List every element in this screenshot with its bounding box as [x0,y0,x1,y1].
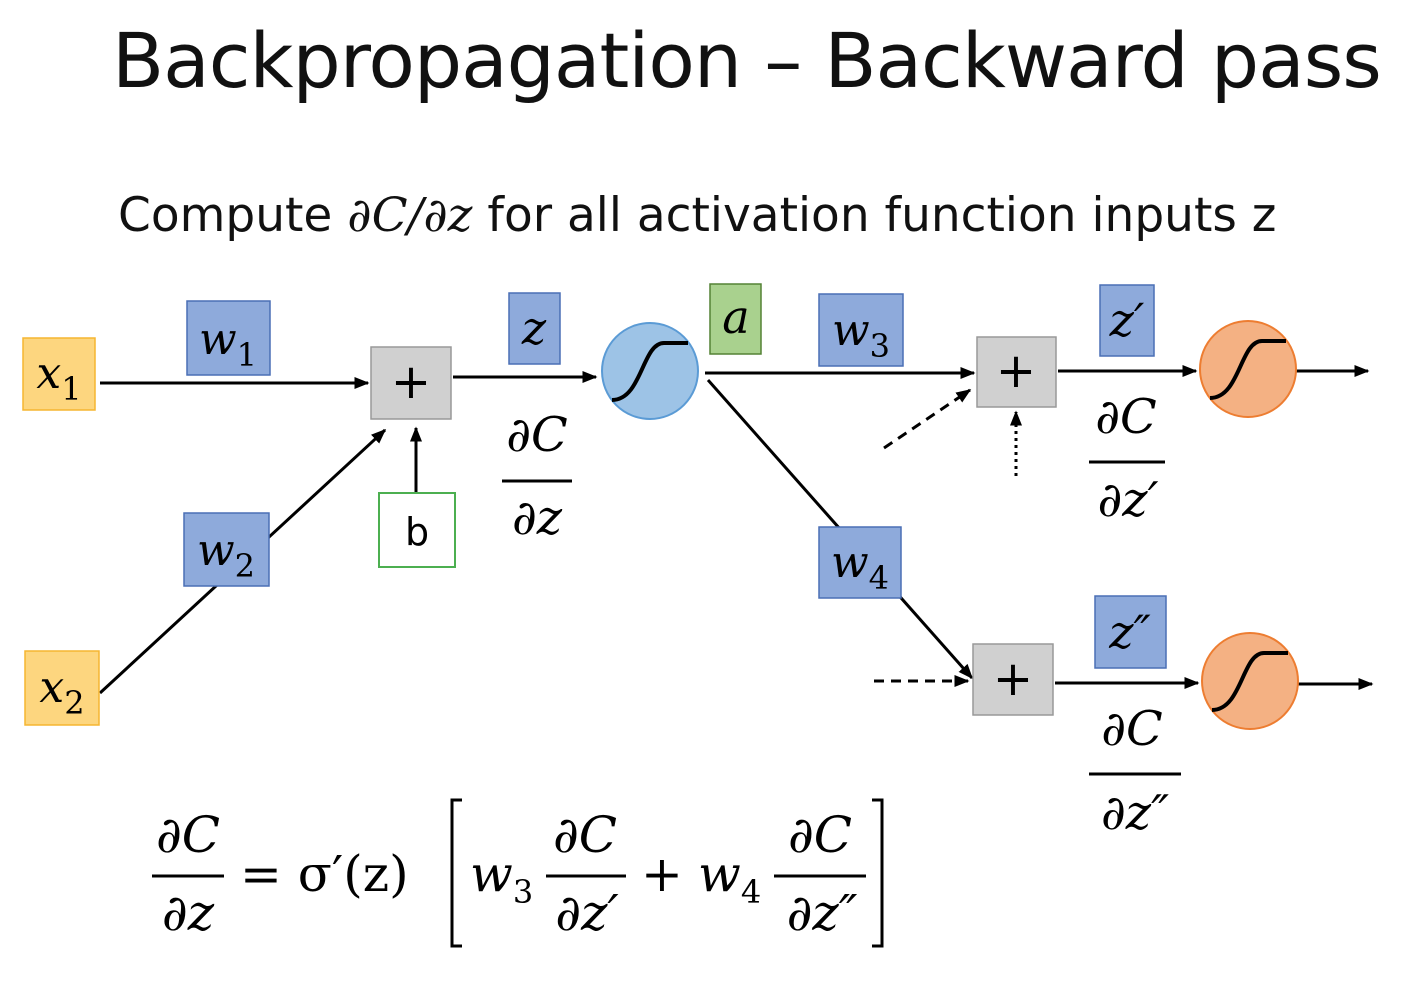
sum-node-2: + [976,336,1057,408]
svg-text:w4: w4 [698,845,761,911]
fraction-denominator: ∂z′ [1097,472,1158,528]
w2-subscript: 2 [235,547,255,585]
w3-label: w [832,305,870,356]
svg-text:w3: w3 [470,845,533,911]
activation-a: a [709,283,762,355]
eq-sigma-prime: = σ′(z) [240,845,409,903]
label-z: z [508,292,561,365]
derivative-dc-dz: ∂C ∂z [502,407,572,546]
x1-label: x [36,348,61,399]
edges [98,365,1374,695]
plus-icon: + [993,651,1033,707]
sum-node-1: + [370,346,452,420]
svg-text:w1: w1 [199,314,257,374]
weight-w4: w4 [818,526,902,599]
w4-label: w [831,537,869,588]
input-node-x2: x2 [24,650,100,726]
subtitle-suffix: for all activation function inputs z [487,188,1277,243]
weight-w3: w3 [818,293,904,367]
svg-text:w3: w3 [832,305,890,365]
input-node-x1: x1 [22,337,96,411]
w4-subscript: 4 [869,559,889,597]
svg-text:w4: w4 [831,537,889,597]
eq-frac2-numerator: ∂C [788,806,852,864]
derivative-dc-dz-prime: ∂C ∂z′ [1089,389,1165,528]
subtitle-prefix: Compute [118,188,333,243]
a-text: a [722,290,749,344]
w3-subscript: 3 [870,327,890,365]
derivative-dc-dz-double-prime: ∂C ∂z″ [1089,701,1181,841]
eq-w3: w [470,845,513,903]
fraction-numerator: ∂C [506,407,568,463]
w1-subscript: 1 [237,336,257,374]
eq-plus: + [641,845,683,903]
fraction-denominator: ∂z [512,490,563,546]
z-prime-text: z′ [1109,293,1145,347]
fraction-numerator: ∂C [1101,701,1163,757]
plus-icon: + [996,343,1036,399]
plus-icon: + [391,354,431,410]
fraction-numerator: ∂C [1095,389,1157,445]
sigmoid-icon [1199,320,1297,418]
subtitle-expression: ∂C/∂z [347,188,473,243]
x2-subscript: 2 [64,684,84,722]
slide-subtitle: Compute ∂C/∂z for all activation functio… [118,188,1276,243]
sum-node-3: + [972,643,1054,716]
label-z-prime: z′ [1099,284,1155,357]
backprop-equation: ∂C ∂z = σ′(z) w3 ∂C ∂z′ + w4 ∂C ∂z″ [152,798,884,948]
eq-lhs-numerator: ∂C [156,806,220,864]
svg-text:x2: x2 [39,662,84,722]
x2-label: x [39,662,64,713]
fraction-denominator: ∂z″ [1101,785,1169,841]
eq-lhs-denominator: ∂z [162,884,215,942]
b-text: b [405,510,429,554]
x1-subscript: 1 [61,370,81,408]
sigmoid-icon [1201,632,1299,730]
slide-title: Backpropagation – Backward pass [112,16,1382,105]
edge-dashed-top [883,388,972,450]
eq-w3-subscript: 3 [513,873,533,911]
sigmoid-icon [601,322,699,420]
bias-b: b [378,492,456,568]
svg-text:x1: x1 [36,348,81,408]
z-text: z [521,301,547,355]
w1-label: w [199,314,237,365]
eq-frac2-denominator: ∂z″ [787,884,858,942]
w2-label: w [197,525,235,576]
label-z-double-prime: z″ [1094,595,1167,669]
weight-w2: w2 [183,512,270,587]
weight-w1: w1 [186,300,271,376]
eq-frac1-denominator: ∂z′ [555,884,619,942]
left-bracket [450,798,462,948]
svg-text:w2: w2 [197,525,255,585]
z-double-prime-text: z″ [1108,605,1150,659]
right-bracket [872,798,884,948]
eq-w4: w [698,845,741,903]
eq-frac1-numerator: ∂C [553,806,617,864]
eq-w4-subscript: 4 [741,873,761,911]
